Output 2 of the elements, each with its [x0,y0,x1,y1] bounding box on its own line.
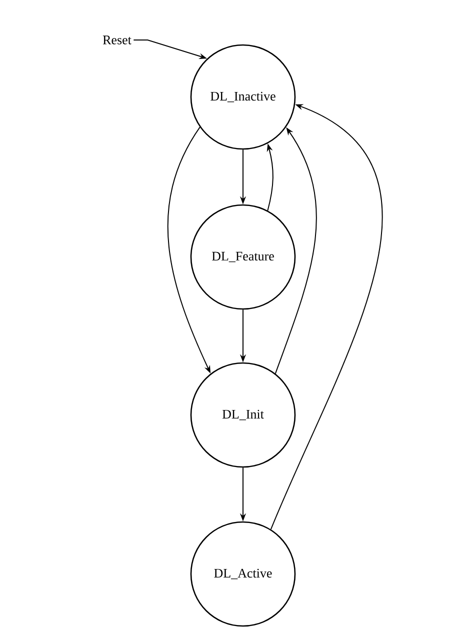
state-label: Reset [102,36,132,44]
arrow [270,104,382,530]
